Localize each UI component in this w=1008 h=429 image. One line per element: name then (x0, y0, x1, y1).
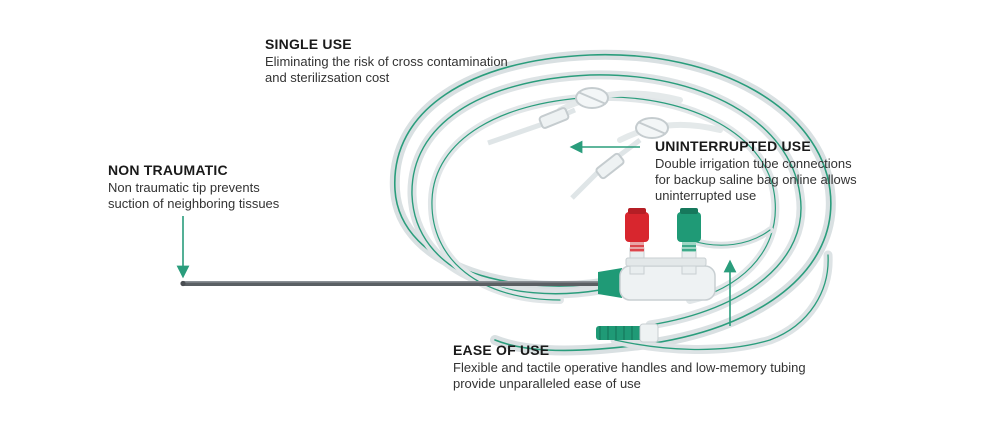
callout-title: SINGLE USE (265, 36, 352, 52)
red-valve (625, 208, 649, 252)
callout-line: suction of neighboring tissues (108, 196, 280, 211)
callout-single-use: SINGLE USE Eliminating the risk of cross… (265, 36, 508, 86)
callout-line: uninterrupted use (655, 188, 757, 203)
callout-description: Eliminating the risk of cross contaminat… (265, 54, 508, 86)
callout-line: provide unparalleled ease of use (453, 376, 641, 391)
callout-line: Eliminating the risk of cross contaminat… (265, 54, 508, 69)
tube-clamps (487, 87, 669, 200)
callout-description: Double irrigation tube connections for b… (655, 156, 857, 204)
callout-ease-of-use: EASE OF USE Flexible and tactile operati… (453, 342, 806, 392)
green-valve (677, 208, 701, 252)
callout-description: Flexible and tactile operative handles a… (453, 360, 806, 392)
callout-title: EASE OF USE (453, 342, 550, 358)
callout-arrows (176, 140, 737, 326)
handle-body (596, 247, 716, 343)
callout-line: Flexible and tactile operative handles a… (453, 360, 806, 375)
callout-line: and sterilizsation cost (265, 70, 390, 85)
callout-description: Non traumatic tip prevents suction of ne… (108, 180, 279, 212)
callout-title: NON TRAUMATIC (108, 162, 228, 178)
callout-non-traumatic: NON TRAUMATIC Non traumatic tip prevents… (108, 162, 279, 212)
callout-line: Double irrigation tube connections (655, 156, 852, 171)
callout-line: for backup saline bag online allows (655, 172, 857, 187)
probe-shaft (180, 280, 602, 287)
callout-title: UNINTERRUPTED USE (655, 138, 811, 154)
callout-line: Non traumatic tip prevents (108, 180, 260, 195)
callout-uninterrupted-use: UNINTERRUPTED USE Double irrigation tube… (655, 138, 857, 204)
